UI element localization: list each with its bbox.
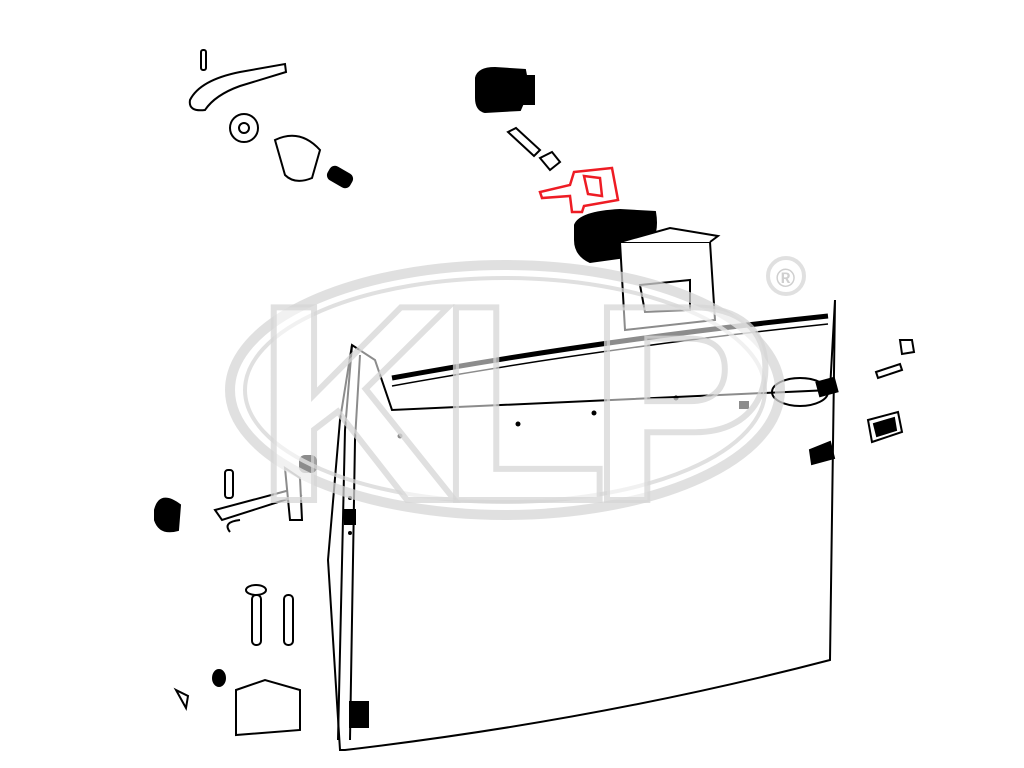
door-holes <box>348 395 679 535</box>
klp-watermark: KLP ® <box>225 245 806 563</box>
door-check-strap <box>154 455 317 533</box>
window-crank-handle <box>188 49 354 189</box>
right-parts <box>866 339 916 444</box>
registered-mark: ® <box>776 263 795 293</box>
door-panel <box>326 299 839 751</box>
hinge-assembly <box>173 584 301 737</box>
watermark-text: KLP <box>255 248 768 560</box>
remote-latch-highlighted <box>538 166 620 214</box>
